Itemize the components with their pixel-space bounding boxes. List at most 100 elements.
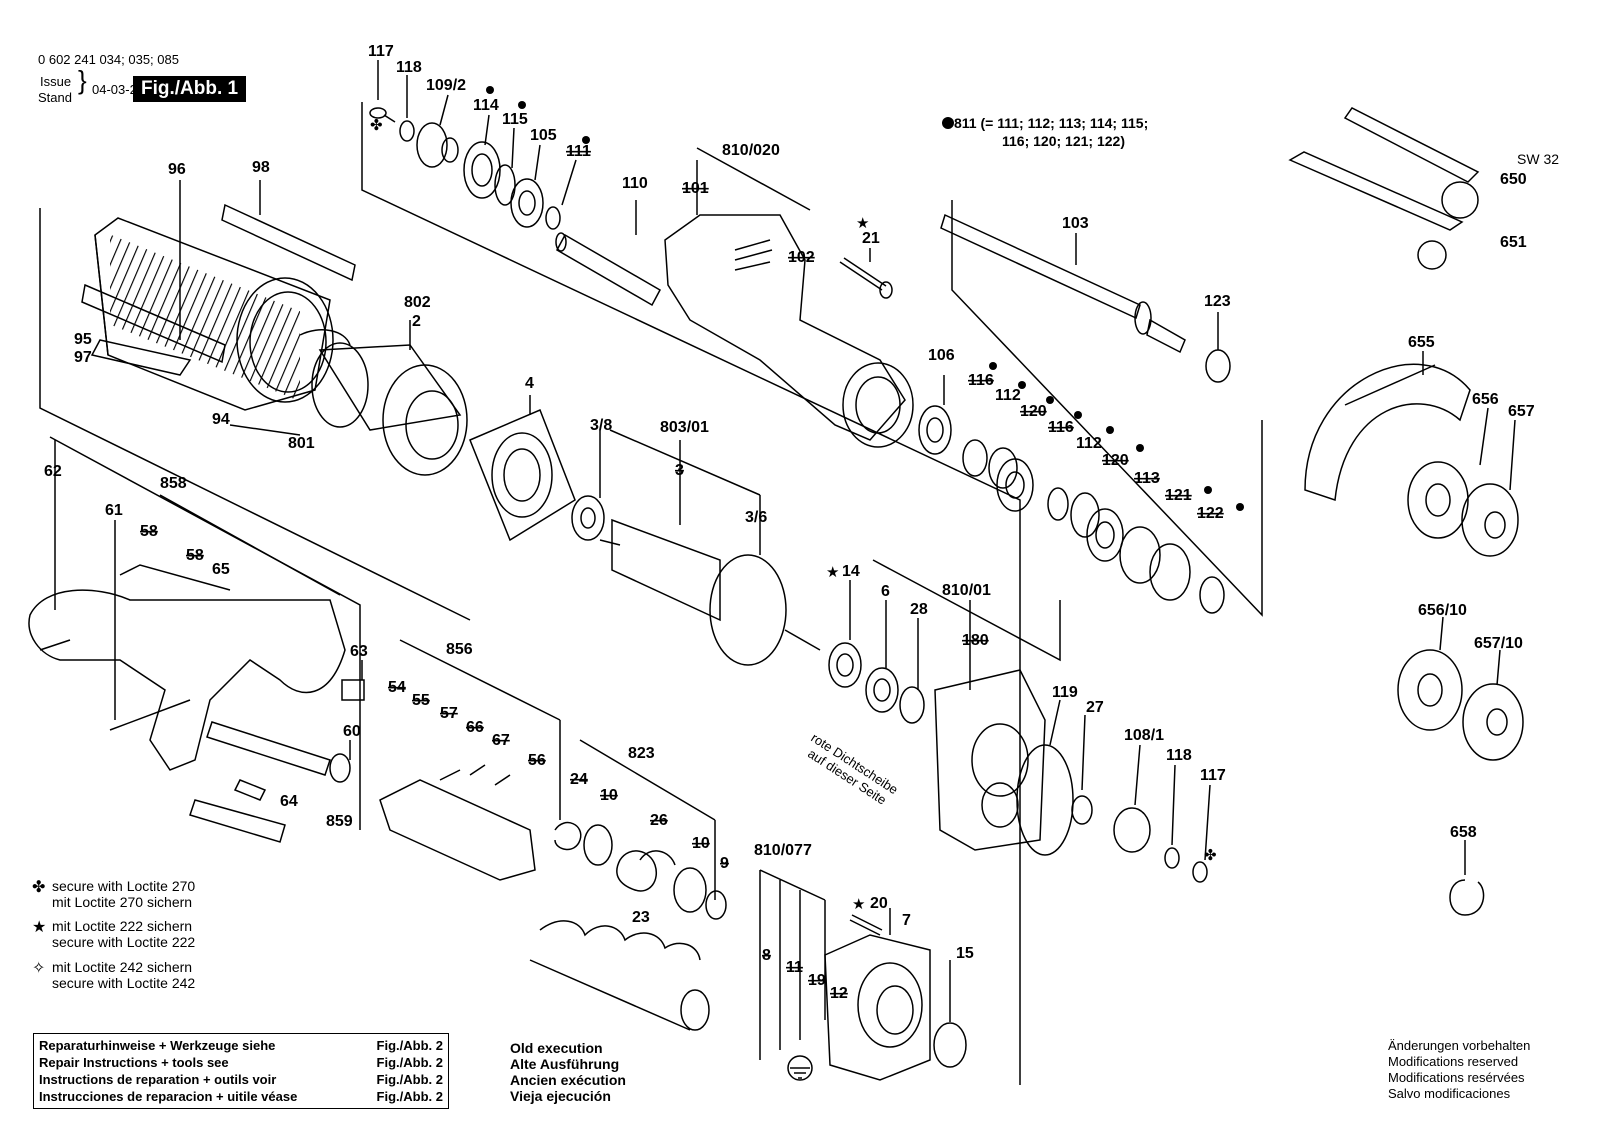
- label-120b: 120: [1102, 452, 1129, 469]
- clip-64: [233, 779, 267, 801]
- modifications-note: Änderungen vorbehalten Modifications res…: [1388, 1038, 1531, 1101]
- label-62: 62: [44, 463, 62, 480]
- label-58b: 58: [186, 547, 204, 564]
- label-57: 57: [440, 705, 458, 722]
- frame-mid-left: [49, 436, 361, 830]
- gear-group: [828, 642, 1208, 883]
- frame-gear-group: [872, 559, 1061, 662]
- label-108-1: 108/1: [1124, 727, 1164, 744]
- note-811: 811 (= 111; 112; 113; 114; 115; 116; 120…: [940, 114, 1148, 150]
- note-811-line2: 116; 120; 121; 122): [1002, 133, 1125, 149]
- star-icon: ★: [32, 919, 47, 936]
- nut-657-10: [1462, 683, 1524, 761]
- label-106: 106: [928, 347, 955, 364]
- part-numbers: 0 602 241 034; 035; 085: [38, 52, 179, 67]
- issue-label: Issue: [40, 74, 72, 89]
- label-14: 14: [842, 563, 860, 580]
- clover-icon: ✤: [32, 879, 46, 896]
- handle-housing: [28, 564, 346, 771]
- screw-21: [839, 257, 887, 291]
- label-7: 7: [902, 912, 911, 929]
- svg-text:✤: ✤: [370, 116, 383, 134]
- label-116b: 116: [1048, 419, 1074, 436]
- label-96: 96: [168, 161, 186, 178]
- legend-222-de: mit Loctite 222 sichern: [52, 918, 193, 934]
- label-109-2: 109/2: [426, 77, 466, 94]
- sleeve-859: [189, 799, 286, 843]
- label-11: 11: [786, 959, 803, 976]
- label-6: 6: [881, 583, 890, 600]
- label-118: 118: [396, 59, 422, 76]
- label-21: 21: [862, 230, 880, 247]
- label-658: 658: [1450, 824, 1477, 841]
- label-63: 63: [350, 643, 368, 660]
- label-116a: 116: [968, 372, 994, 389]
- label-110: 110: [622, 175, 648, 192]
- label-12: 12: [830, 985, 848, 1002]
- label-94: 94: [212, 411, 230, 428]
- legend-loctite-222: ★ mit Loctite 222 sichern secure with Lo…: [32, 918, 195, 950]
- label-859: 859: [326, 813, 353, 830]
- issue-date: 04-03-25: [92, 82, 145, 97]
- label-27: 27: [1086, 699, 1104, 716]
- repair-row: Instructions de reparation + outils voir…: [39, 1072, 443, 1087]
- label-114: 114: [473, 97, 499, 114]
- old-execution-note: Old execution Alte Ausführung Ancien exé…: [510, 1040, 626, 1104]
- label-801: 801: [288, 435, 315, 452]
- nut-657: [1461, 483, 1519, 557]
- svg-text:★: ★: [856, 214, 869, 232]
- ring-658: [1449, 879, 1485, 916]
- legend-242-de: mit Loctite 242 sichern: [52, 959, 193, 975]
- stand-label: Stand: [38, 90, 72, 105]
- label-66: 66: [466, 719, 484, 736]
- label-823: 823: [628, 745, 655, 762]
- spindle-103: [940, 213, 1186, 354]
- label-10: 10: [600, 787, 618, 804]
- label-180: 180: [962, 632, 989, 649]
- label-65: 65: [212, 561, 230, 578]
- label-858: 858: [160, 475, 187, 492]
- label-123: 123: [1204, 293, 1231, 310]
- label-58a: 58: [140, 523, 158, 540]
- flange-656: [1407, 461, 1469, 539]
- label-112b: 112: [1076, 435, 1102, 452]
- repair-row: Instrucciones de reparacion + uitile véa…: [39, 1089, 443, 1104]
- label-plate-95: [81, 283, 226, 364]
- bearing-stack-right: [918, 405, 1225, 614]
- label-4: 4: [525, 375, 534, 392]
- label-122: 122: [1197, 505, 1224, 522]
- label-651: 651: [1500, 234, 1527, 251]
- cable-60: [206, 721, 331, 776]
- brush-springs-23: [529, 920, 710, 1031]
- label-23: 23: [632, 909, 650, 926]
- label-24: 24: [570, 771, 588, 788]
- label-plate-98: [221, 203, 356, 282]
- label-54: 54: [388, 679, 406, 696]
- legend-loctite-242: ✧ mit Loctite 242 sichern secure with Lo…: [32, 959, 196, 991]
- ring-123: [1205, 349, 1231, 383]
- label-10b: 10: [692, 835, 710, 852]
- legend-242-en: secure with Loctite 242: [52, 975, 196, 991]
- frame-center-long: [361, 102, 1021, 1085]
- outline-star-icon: ✧: [32, 960, 46, 977]
- label-802: 802: [404, 294, 431, 311]
- label-3-6: 3/6: [745, 509, 767, 526]
- label-121: 121: [1165, 487, 1192, 504]
- gear-head-housing: [664, 214, 914, 448]
- label-3: 3: [675, 462, 684, 479]
- label-105: 105: [530, 127, 557, 144]
- label-19: 19: [808, 972, 826, 989]
- label-656-10: 656/10: [1418, 602, 1467, 619]
- label-655: 655: [1408, 334, 1435, 351]
- switch-assembly: [379, 764, 536, 881]
- svg-text:✤: ✤: [1204, 846, 1217, 864]
- armature: [571, 495, 821, 666]
- brush-set-823: [554, 821, 727, 920]
- label-119: 119: [1052, 684, 1078, 701]
- top-parts-row: [369, 107, 561, 230]
- label-656: 656: [1472, 391, 1499, 408]
- label-61: 61: [105, 502, 123, 519]
- label-60: 60: [343, 723, 361, 740]
